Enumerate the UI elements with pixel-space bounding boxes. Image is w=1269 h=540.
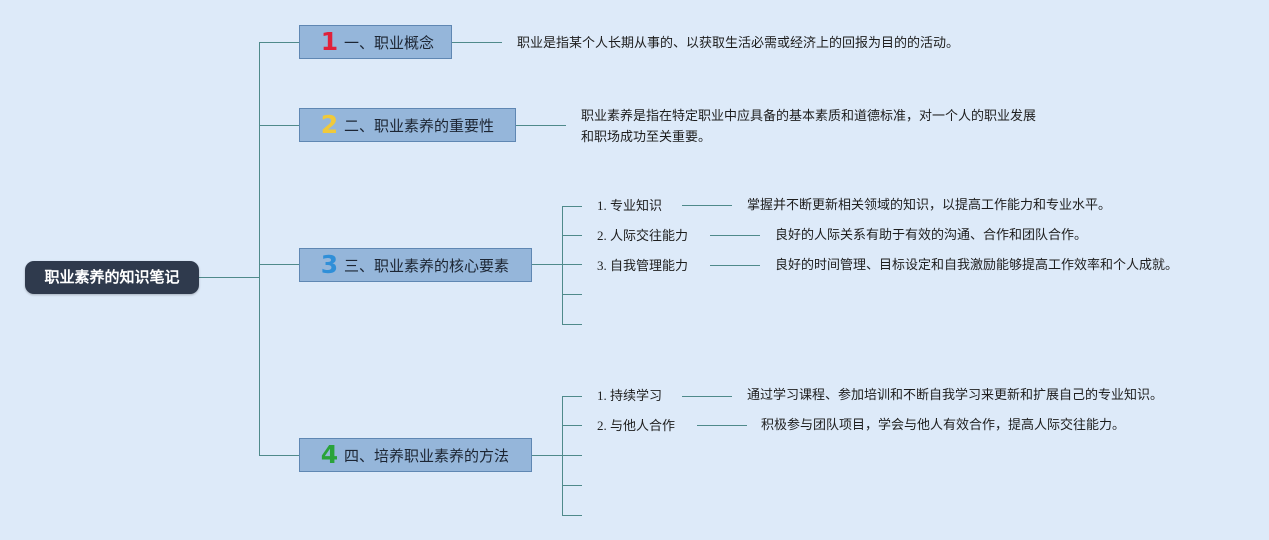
method-1-description: 通过学习课程、参加培训和不断自我学习来更新和扩展自己的专业知识。 (747, 388, 1164, 403)
core-element-2-description: 良好的人际关系有助于有效的沟通、合作和团队合作。 (775, 228, 1088, 243)
topic-3-label: 三、职业素养的核心要素 (344, 256, 510, 275)
topic-2-description-line-2: 和职场成功至关重要。 (581, 130, 712, 145)
core-element-1[interactable]: 1. 专业知识 (597, 197, 662, 216)
method-1[interactable]: 1. 持续学习 (597, 387, 662, 406)
core-element-2[interactable]: 2. 人际交往能力 (597, 227, 688, 246)
core-element-1-label: 专业知识 (610, 199, 663, 214)
root-node[interactable]: 职业素养的知识笔记 (25, 261, 199, 294)
core-element-3-description: 良好的时间管理、目标设定和自我激励能够提高工作效率和个人成就。 (775, 258, 1179, 273)
topic-4-node[interactable]: 4 四、培养职业素养的方法 (299, 438, 532, 472)
method-2-index: 2. (597, 418, 607, 433)
topic-1-description: 职业是指某个人长期从事的、以获取生活必需或经济上的回报为目的的活动。 (517, 36, 960, 51)
topic-4-label: 四、培养职业素养的方法 (344, 446, 510, 465)
core-element-1-description: 掌握并不断更新相关领域的知识，以提高工作能力和专业水平。 (747, 198, 1112, 213)
topic-2-node[interactable]: 2 二、职业素养的重要性 (299, 108, 516, 142)
method-1-label: 持续学习 (610, 389, 663, 404)
core-element-3-label: 自我管理能力 (610, 259, 689, 274)
topic-1-node[interactable]: 1 一、职业概念 (299, 25, 452, 59)
method-2-label: 与他人合作 (610, 419, 676, 434)
core-element-3-index: 3. (597, 258, 607, 273)
topic-1-label: 一、职业概念 (344, 33, 435, 52)
method-2-description: 积极参与团队项目，学会与他人有效合作，提高人际交往能力。 (761, 418, 1126, 433)
number-1-icon: 1 (320, 27, 339, 56)
number-4-icon: 4 (320, 440, 339, 469)
core-element-3[interactable]: 3. 自我管理能力 (597, 257, 688, 276)
method-1-index: 1. (597, 388, 607, 403)
root-title: 职业素养的知识笔记 (44, 268, 180, 286)
topic-2-label: 二、职业素养的重要性 (344, 116, 495, 135)
method-2[interactable]: 2. 与他人合作 (597, 417, 675, 436)
topic-3-node[interactable]: 3 三、职业素养的核心要素 (299, 248, 532, 282)
core-element-2-label: 人际交往能力 (610, 229, 689, 244)
number-2-icon: 2 (320, 110, 339, 139)
core-element-1-index: 1. (597, 198, 607, 213)
topic-2-description-line-1: 职业素养是指在特定职业中应具备的基本素质和道德标准，对一个人的职业发展 (581, 109, 1037, 124)
number-3-icon: 3 (320, 250, 339, 279)
core-element-2-index: 2. (597, 228, 607, 243)
